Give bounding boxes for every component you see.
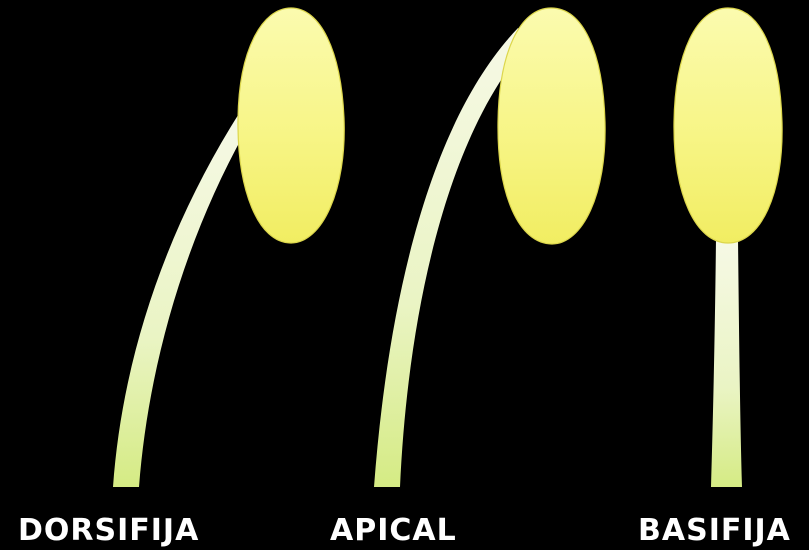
label-apical: APICAL (330, 512, 457, 550)
stamen-apical (374, 8, 605, 487)
label-basifija: BASIFIJA (638, 512, 791, 550)
label-dorsifija: DORSIFIJA (18, 512, 199, 550)
filament-dorsifixed (113, 112, 244, 487)
stamen-dorsifixed (113, 8, 344, 487)
stamen-basifixed (674, 8, 782, 487)
anther-apical (498, 8, 605, 244)
anther-dorsifixed (238, 8, 344, 243)
filament-basifixed (711, 238, 742, 487)
anther-basifixed (674, 8, 782, 243)
